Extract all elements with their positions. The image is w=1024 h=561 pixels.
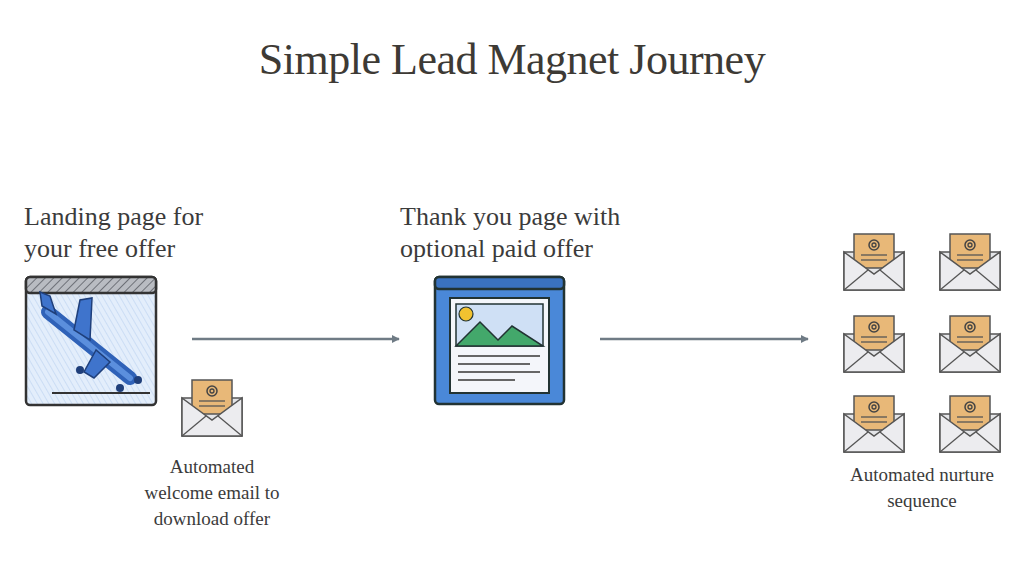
email-icon (940, 234, 1000, 290)
landing-page-icon (26, 277, 156, 405)
flow-arrow (600, 338, 808, 341)
email-icon (940, 316, 1000, 372)
email-icon (844, 316, 904, 372)
email-icon (940, 396, 1000, 452)
step-caption: Automated welcome email to download offe… (137, 454, 287, 532)
diagram-title: Simple Lead Magnet Journey (0, 34, 1024, 85)
page-step: Thank you page with optional paid offer (435, 277, 564, 404)
page-step: Landing page for your free offer (26, 277, 156, 405)
step-heading: Thank you page with optional paid offer (400, 201, 690, 265)
email-step: Automated nurture sequence (844, 232, 1000, 452)
email-icon (844, 234, 904, 290)
step-caption: Automated nurture sequence (847, 462, 997, 514)
thank-you-page-icon (435, 277, 564, 404)
step-heading: Landing page for your free offer (24, 201, 234, 265)
email-icon (182, 380, 242, 436)
flow-arrow (192, 338, 399, 341)
email-step: Automated welcome email to download offe… (182, 378, 242, 436)
email-icon (844, 396, 904, 452)
